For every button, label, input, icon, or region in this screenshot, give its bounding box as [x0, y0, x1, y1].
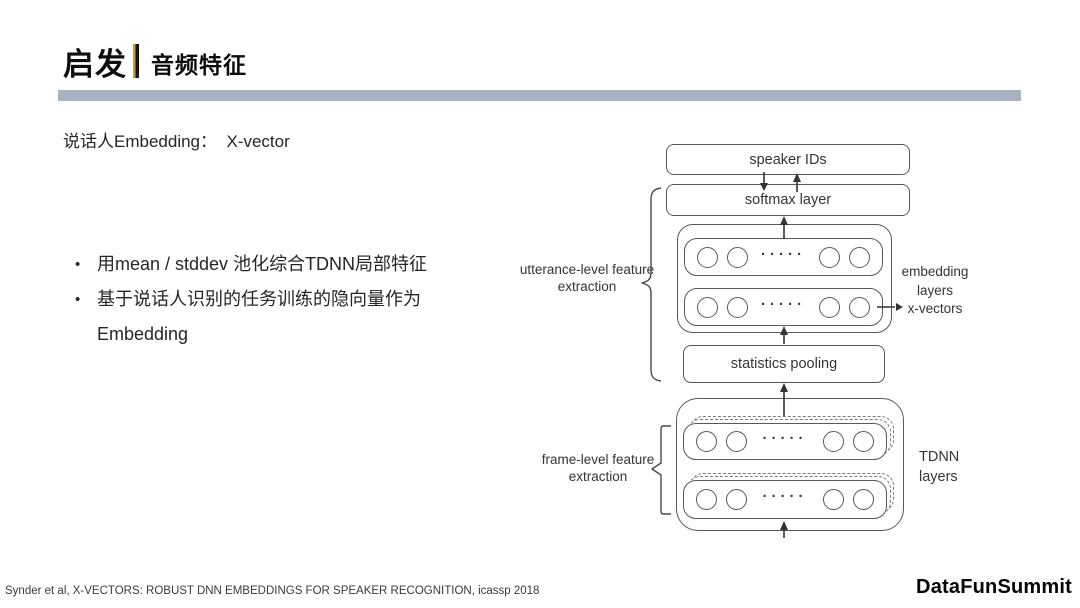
- neuron-circle: [696, 489, 717, 510]
- page-title: 启发 音频特征: [63, 40, 247, 82]
- footer-citation: Synder et al, X-VECTORS: ROBUST DNN EMBE…: [5, 585, 540, 597]
- ellipsis-dots: ·····: [762, 430, 808, 447]
- softmax-layer-box: softmax layer: [666, 184, 910, 216]
- embedding-layer-row: ·····: [684, 238, 883, 276]
- page-title-main: 启发: [63, 46, 127, 82]
- bullet-list: 用mean / stddev 池化综合TDNN局部特征 基于说话人识别的任务训练…: [73, 247, 481, 352]
- ellipsis-dots: ·····: [761, 245, 806, 263]
- tdnn-layer-row: ·····: [683, 423, 887, 460]
- neuron-circle: [822, 431, 844, 452]
- bullet-item: 用mean / stddev 池化综合TDNN局部特征: [73, 247, 481, 282]
- bullet-item: 基于说话人识别的任务训练的隐向量作为 Embedding: [73, 282, 481, 352]
- tdnn-layer-row: ·····: [683, 480, 887, 519]
- embedding-layer-row: ·····: [684, 288, 883, 326]
- neuron-circle: [848, 246, 870, 268]
- x-vectors-label: x-vectors: [907, 301, 963, 316]
- datafunsummit-logo: DataFunSummit: [916, 576, 1072, 598]
- neuron-circle: [727, 246, 748, 268]
- neuron-circle: [818, 296, 840, 318]
- ellipsis-dots: ·····: [761, 295, 806, 313]
- tdnn-layers-label: TDNN layers: [919, 449, 960, 485]
- page-title-sub: 音频特征: [151, 51, 247, 78]
- subtitle-text: 说话人Embedding： X-vector: [63, 132, 290, 151]
- neuron-circle: [697, 246, 718, 268]
- neuron-circle: [822, 489, 844, 510]
- speaker-ids-box: speaker IDs: [666, 144, 910, 175]
- neuron-circle: [726, 431, 747, 452]
- embedding-layers-label: embedding layers: [901, 264, 969, 298]
- neuron-circle: [852, 431, 874, 452]
- title-separator-bar: [133, 44, 139, 78]
- neuron-circle: [696, 431, 717, 452]
- neuron-circle: [697, 296, 718, 318]
- accent-divider-bar: [58, 90, 1021, 101]
- frame-level-label: frame-level feature extraction: [541, 452, 655, 484]
- ellipsis-dots: ·····: [762, 488, 808, 505]
- neuron-circle: [818, 246, 840, 268]
- statistics-pooling-box: statistics pooling: [683, 345, 885, 383]
- neuron-circle: [852, 489, 874, 510]
- utterance-level-label: utterance-level feature extraction: [519, 262, 655, 294]
- neuron-circle: [848, 296, 870, 318]
- neuron-circle: [726, 489, 747, 510]
- neuron-circle: [727, 296, 748, 318]
